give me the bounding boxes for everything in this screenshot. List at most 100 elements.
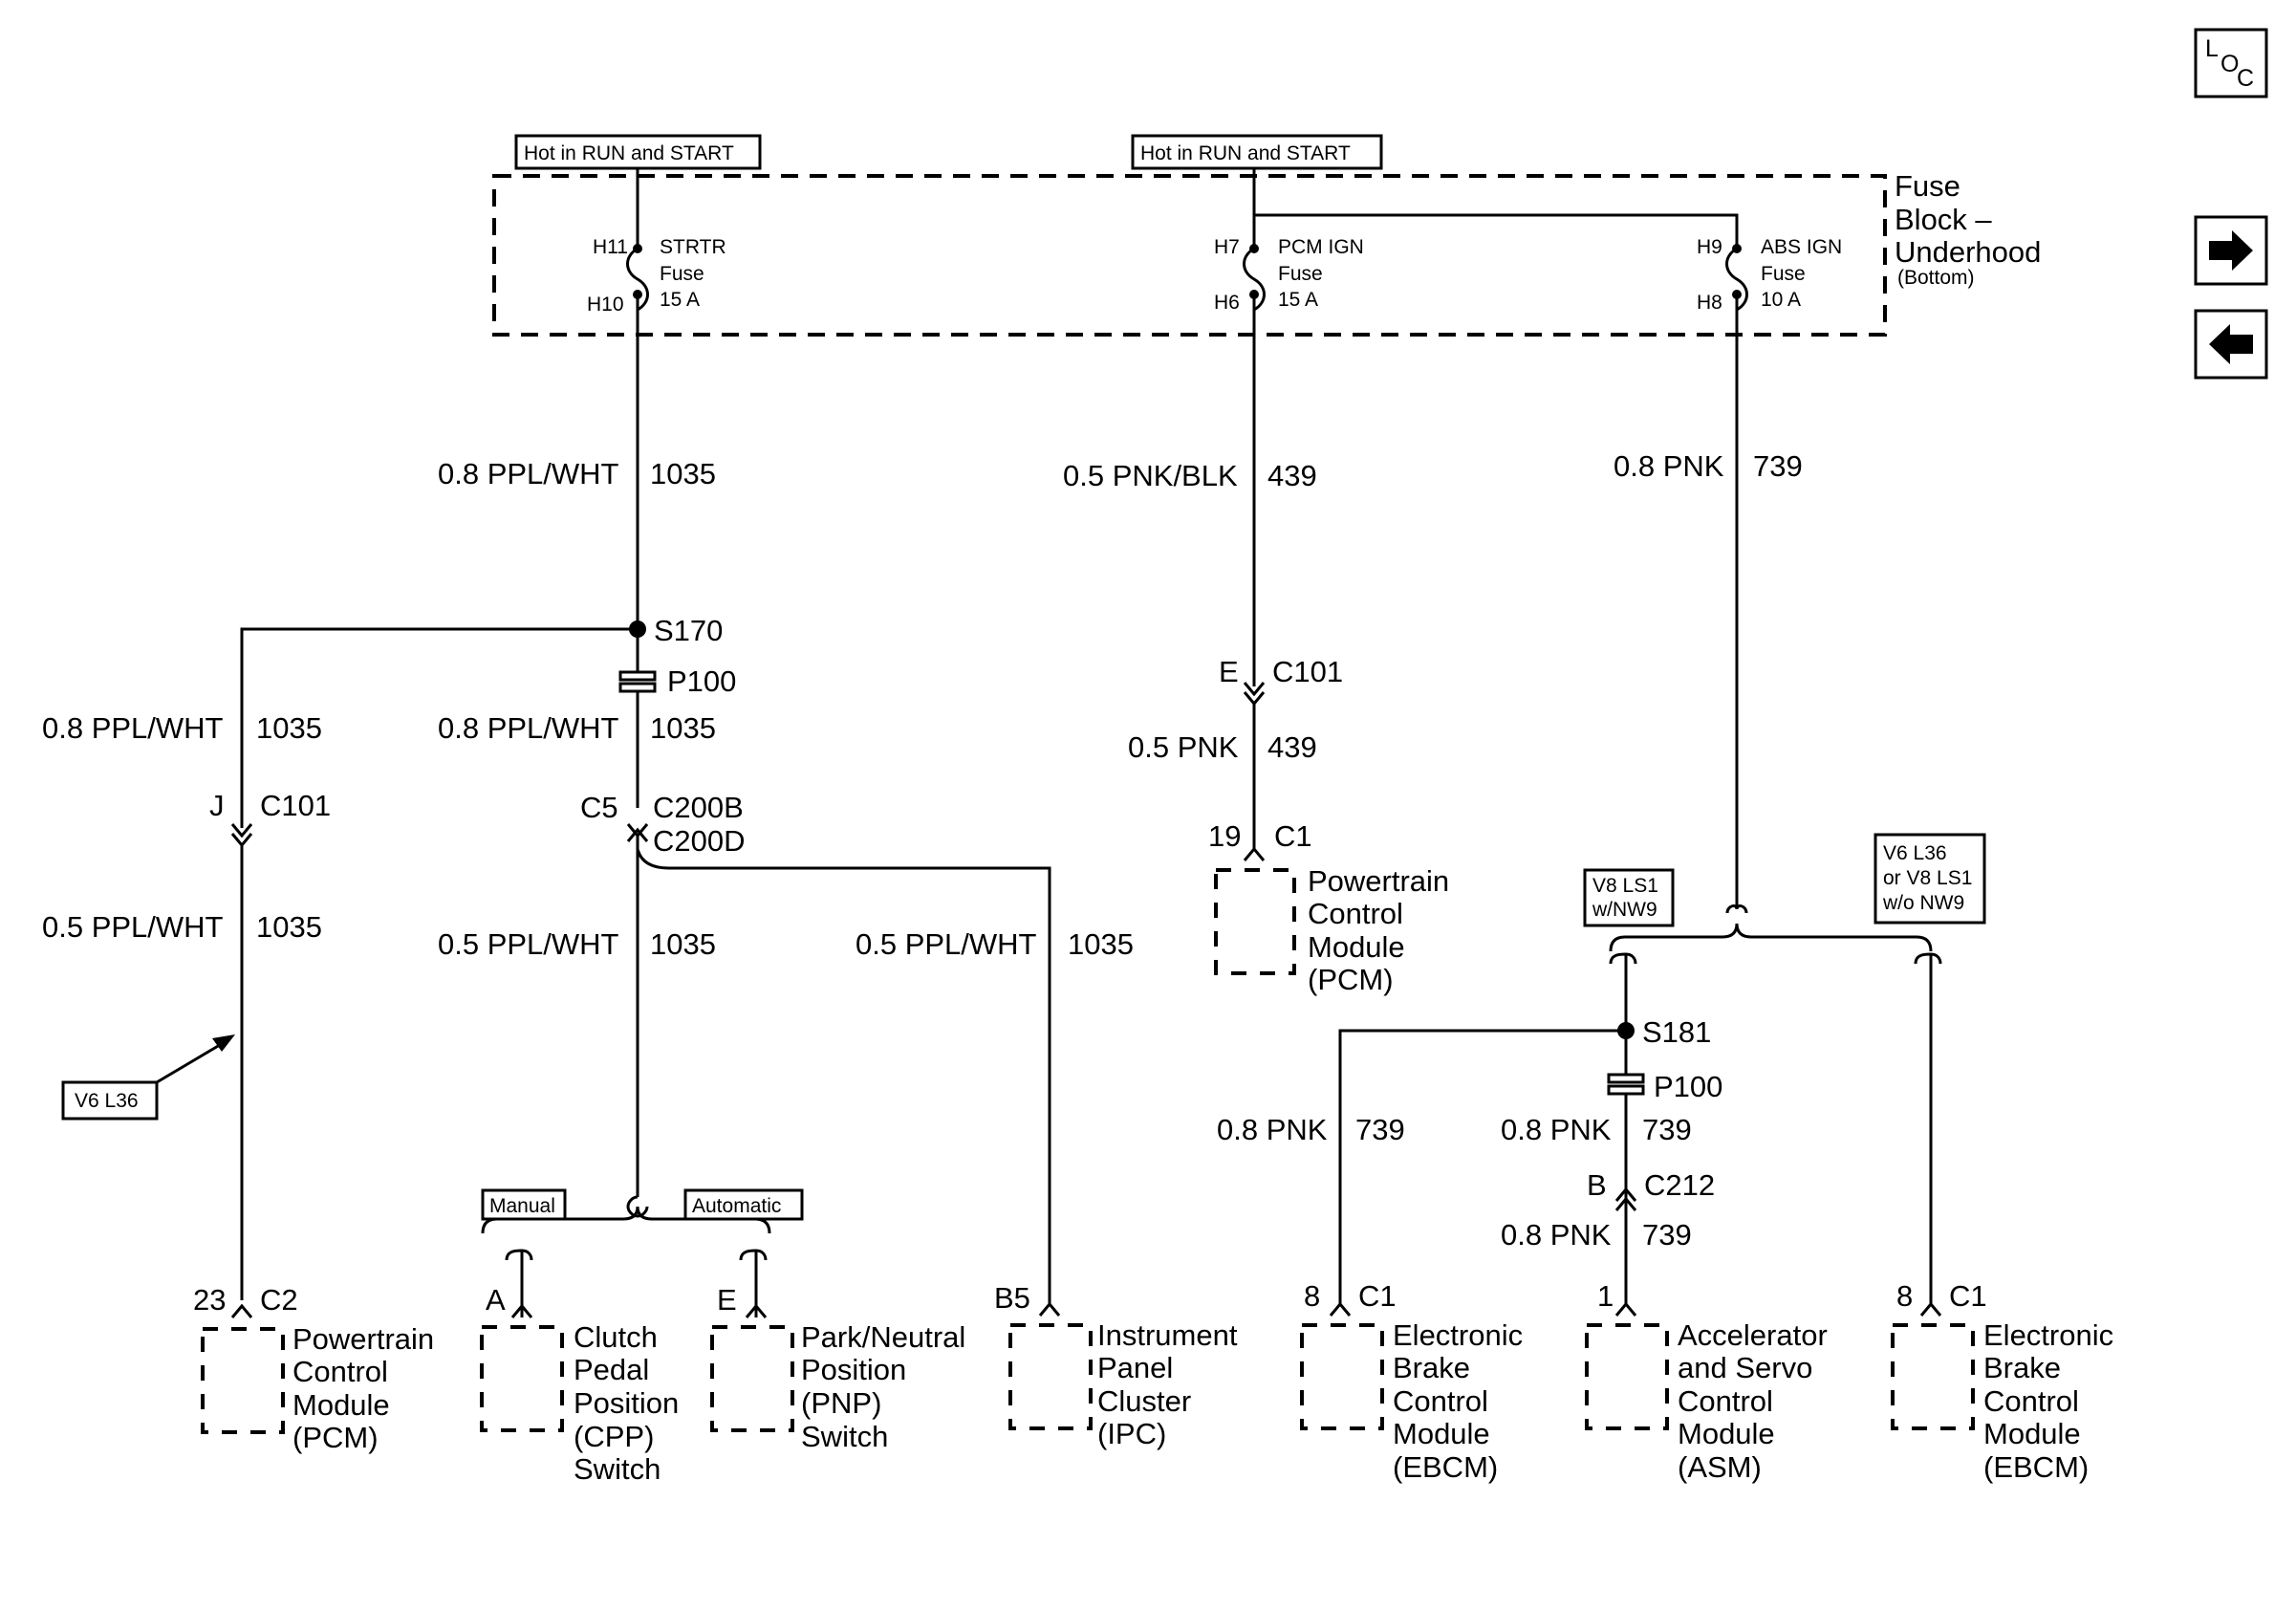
prev-page-button[interactable] (2194, 309, 2268, 380)
option-break-cpp-pnp (626, 1195, 649, 1218)
svg-text:Control: Control (1678, 1384, 1773, 1418)
pnp-pin: E (717, 1283, 737, 1317)
wire-739-top-gauge: 0.8 PNK (1614, 449, 1724, 483)
wire-739-ebcm2 (1914, 952, 1942, 1304)
hot-label-left: Hot in RUN and START (524, 142, 734, 164)
cpp-label: Clutch Pedal Position (CPP) Switch (574, 1320, 679, 1486)
svg-text:Instrument: Instrument (1097, 1318, 1238, 1352)
pcm-top-box (1214, 868, 1296, 975)
wire-1035-mid-circuit: 1035 (650, 711, 716, 745)
wire-739-asm-gauge: 0.8 PNK (1501, 1218, 1612, 1252)
pcm-left-label: Powertrain Control Module (PCM) (292, 1322, 434, 1454)
svg-text:(EBCM): (EBCM) (1393, 1450, 1498, 1484)
connector-c200d (626, 827, 649, 842)
option-v8-nw9-2: w/NW9 (1592, 899, 1657, 921)
option-v6-v8-2: or V8 LS1 (1883, 867, 1972, 889)
c212-pin: B (1587, 1168, 1607, 1202)
feed-wire-right (1252, 168, 1739, 249)
fuse-pcm-in: H7 (1214, 236, 1240, 258)
pnp-box (710, 1325, 794, 1432)
svg-text:Clutch: Clutch (574, 1320, 658, 1354)
fuse-pcm-out: H6 (1214, 292, 1240, 314)
ebcm2-conn: C1 (1949, 1279, 1987, 1313)
fuse-strtr: H11 H10 STRTR Fuse 15 A (587, 236, 726, 316)
fuse-strtr-in: H11 (593, 236, 628, 258)
wire-1035-left2-circuit: 1035 (256, 910, 322, 944)
hot-label-right: Hot in RUN and START (1140, 142, 1351, 164)
next-page-button[interactable] (2194, 215, 2268, 286)
option-v6l36-box (61, 1080, 159, 1121)
connector-pnp (745, 1303, 768, 1318)
connector-ipc (1038, 1301, 1061, 1317)
connector-ebcm1 (1329, 1301, 1352, 1317)
arrow-right-icon (2209, 230, 2253, 271)
pcm-left-box (201, 1327, 285, 1434)
svg-text:Pedal: Pedal (574, 1353, 649, 1386)
ipc-label: Instrument Panel Cluster (IPC) (1097, 1318, 1238, 1450)
svg-text:Switch: Switch (801, 1420, 888, 1453)
ebcm1-pin: 8 (1304, 1279, 1320, 1313)
wire-439-top-gauge: 0.5 PNK/BLK (1063, 459, 1238, 492)
asm-pin: 1 (1597, 1279, 1614, 1313)
loc-glyph-l: L (2205, 35, 2219, 62)
ipc-pin: B5 (994, 1281, 1030, 1315)
cpp-box (480, 1325, 564, 1432)
svg-text:Module: Module (1393, 1417, 1490, 1450)
wire-739-asm-circuit: 739 (1642, 1218, 1692, 1252)
svg-text:Position: Position (574, 1386, 679, 1420)
connector-cpp (510, 1303, 533, 1318)
p100-right-label: P100 (1654, 1070, 1722, 1103)
fuse-strtr-rating: 15 A (660, 289, 700, 311)
ebcm2-pin: 8 (1896, 1279, 1913, 1313)
svg-text:(EBCM): (EBCM) (1983, 1450, 2089, 1484)
c200-name1: C200B (653, 791, 744, 824)
connector-c101-pcm (1243, 682, 1266, 697)
c200-name2: C200D (653, 824, 746, 858)
svg-text:Module: Module (1983, 1417, 2081, 1450)
pass-through-p100-right (1607, 1073, 1645, 1096)
svg-text:(PCM): (PCM) (1308, 963, 1394, 996)
arrow-left-icon (2209, 324, 2253, 364)
fuse-abs-ign: H9 H8 ABS IGN Fuse 10 A (1697, 236, 1842, 314)
callout-arrow-line (156, 1037, 230, 1084)
connector-pcm-top (1243, 846, 1266, 861)
svg-text:Module: Module (1678, 1417, 1775, 1450)
loc-glyph-o: O (2220, 51, 2239, 77)
svg-text:and Servo: and Servo (1678, 1351, 1812, 1384)
option-automatic-box (683, 1188, 804, 1221)
svg-text:Control: Control (1983, 1384, 2079, 1418)
fuse-abs-out: H8 (1697, 292, 1722, 314)
ebcm2-box (1891, 1323, 1975, 1430)
svg-text:Brake: Brake (1393, 1351, 1470, 1384)
fuse-abs-kind: Fuse (1761, 263, 1806, 285)
connector-c101-left (230, 823, 253, 838)
fuse-strtr-kind: Fuse (660, 263, 704, 285)
fuse-pcm-kind: Fuse (1278, 263, 1323, 285)
loc-glyph-c: C (2237, 65, 2254, 92)
wire-739-top-circuit: 739 (1753, 449, 1803, 483)
loc-button[interactable]: L O C (2194, 28, 2268, 98)
wire-1035-mid2-gauge: 0.5 PPL/WHT (438, 927, 619, 961)
svg-text:Control: Control (1393, 1384, 1488, 1418)
callout-arrow-head (212, 1034, 235, 1052)
hot-label-box-left (514, 134, 762, 170)
pcm-left-conn: C2 (260, 1283, 298, 1317)
svg-text:Panel: Panel (1097, 1351, 1173, 1384)
wire-1035-mid-gauge: 0.8 PPL/WHT (438, 711, 619, 745)
wire-739-ebcm1-circuit: 739 (1355, 1113, 1405, 1146)
splice-s181-label: S181 (1642, 1015, 1711, 1049)
wire-739-mid-gauge: 0.8 PNK (1501, 1113, 1612, 1146)
svg-text:Park/Neutral: Park/Neutral (801, 1320, 965, 1354)
fuse-pcm-rating: 15 A (1278, 289, 1318, 311)
svg-text:Powertrain: Powertrain (292, 1322, 434, 1356)
option-manual: Manual (489, 1195, 555, 1217)
pcm-top-label: Powertrain Control Module (PCM) (1308, 864, 1449, 996)
wire-1035-left-circuit: 1035 (256, 711, 322, 745)
wire-1035-mid2-circuit: 1035 (650, 927, 716, 961)
wire-739-nw9-drop (1609, 952, 1637, 1031)
ebcm1-box (1300, 1323, 1384, 1430)
wire-439-top-circuit: 439 (1267, 459, 1317, 492)
wire-439-bot-circuit: 439 (1267, 730, 1317, 764)
svg-text:Control: Control (1308, 897, 1403, 930)
